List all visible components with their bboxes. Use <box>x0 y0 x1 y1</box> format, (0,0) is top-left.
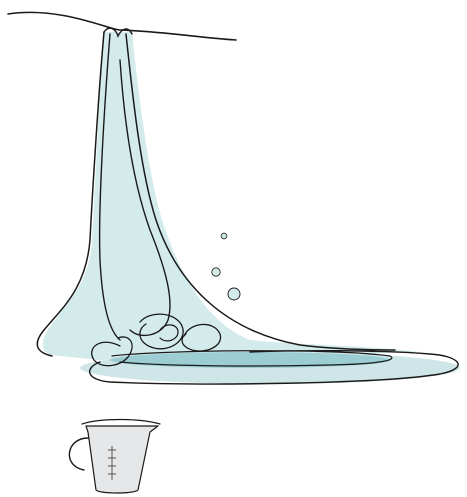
bubble-small <box>221 233 227 239</box>
bubble-medium <box>212 268 220 276</box>
bubble-large <box>228 288 240 300</box>
